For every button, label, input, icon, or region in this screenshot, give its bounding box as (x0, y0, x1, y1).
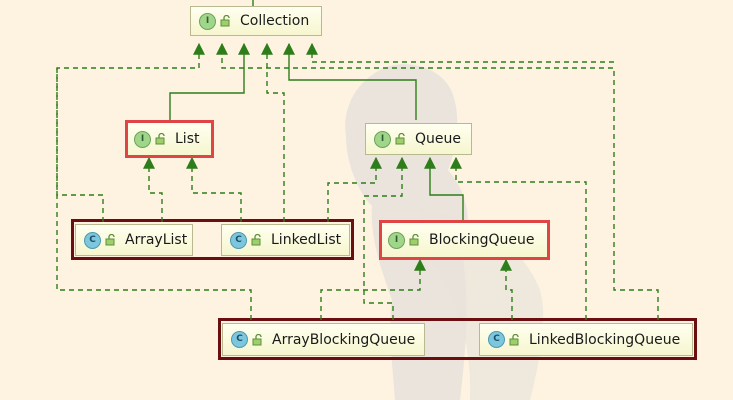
edge-linkedlist-queue (327, 156, 382, 222)
public-lock-icon (251, 234, 261, 246)
edge-arraylist-list (143, 156, 163, 222)
public-lock-icon (105, 234, 115, 246)
edge-linkedlist-collection (261, 42, 285, 222)
edge-queue-collection (283, 42, 417, 120)
node-label: LinkedBlockingQueue (529, 331, 681, 348)
interface-badge-icon: I (388, 231, 405, 249)
node-label: LinkedList (271, 232, 342, 248)
node-linkedblockingqueue[interactable]: C LinkedBlockingQueue (479, 323, 693, 356)
node-arrayblockingqueue[interactable]: C ArrayBlockingQueue (222, 323, 425, 356)
class-badge-icon: C (488, 331, 505, 348)
public-lock-icon (252, 333, 262, 345)
node-label: ArrayBlockingQueue (272, 331, 416, 348)
interface-badge-icon: I (374, 130, 391, 148)
node-collection[interactable]: I Collection (190, 6, 322, 36)
node-label: List (175, 131, 200, 147)
node-linkedlist[interactable]: C LinkedList (221, 224, 350, 256)
edge-lbq-queue (450, 156, 587, 320)
public-lock-icon (409, 234, 419, 246)
edge-blockingqueue-queue (424, 156, 464, 220)
node-label: Collection (240, 13, 310, 29)
node-blockingqueue[interactable]: I BlockingQueue (379, 220, 550, 260)
node-label: BlockingQueue (429, 232, 535, 248)
interface-badge-icon: I (199, 12, 216, 30)
edge-abq-blockingqueue (320, 258, 426, 320)
list-implementations-group (71, 219, 354, 260)
node-label: Queue (415, 131, 461, 147)
public-lock-icon (220, 15, 230, 27)
edge-lbq-collection (216, 42, 659, 320)
edge-abq-collection (56, 68, 252, 320)
class-badge-icon: C (231, 331, 248, 348)
edge-abq-queue (363, 156, 408, 320)
edge-lbq-blockingqueue (500, 258, 513, 320)
public-lock-icon (395, 133, 405, 145)
edge-collection-right (306, 42, 614, 63)
node-list[interactable]: I List (125, 120, 214, 158)
edge-linkedlist-list (186, 156, 242, 222)
node-arraylist[interactable]: C ArrayList (75, 224, 193, 256)
node-queue[interactable]: I Queue (365, 123, 472, 155)
interface-badge-icon: I (134, 130, 151, 148)
public-lock-icon (509, 333, 519, 345)
edge-list-collection (169, 42, 250, 120)
class-badge-icon: C (84, 231, 101, 249)
blocking-queue-implementations-group (218, 318, 697, 360)
node-label: ArrayList (125, 232, 188, 248)
class-badge-icon: C (230, 231, 247, 249)
public-lock-icon (155, 133, 165, 145)
